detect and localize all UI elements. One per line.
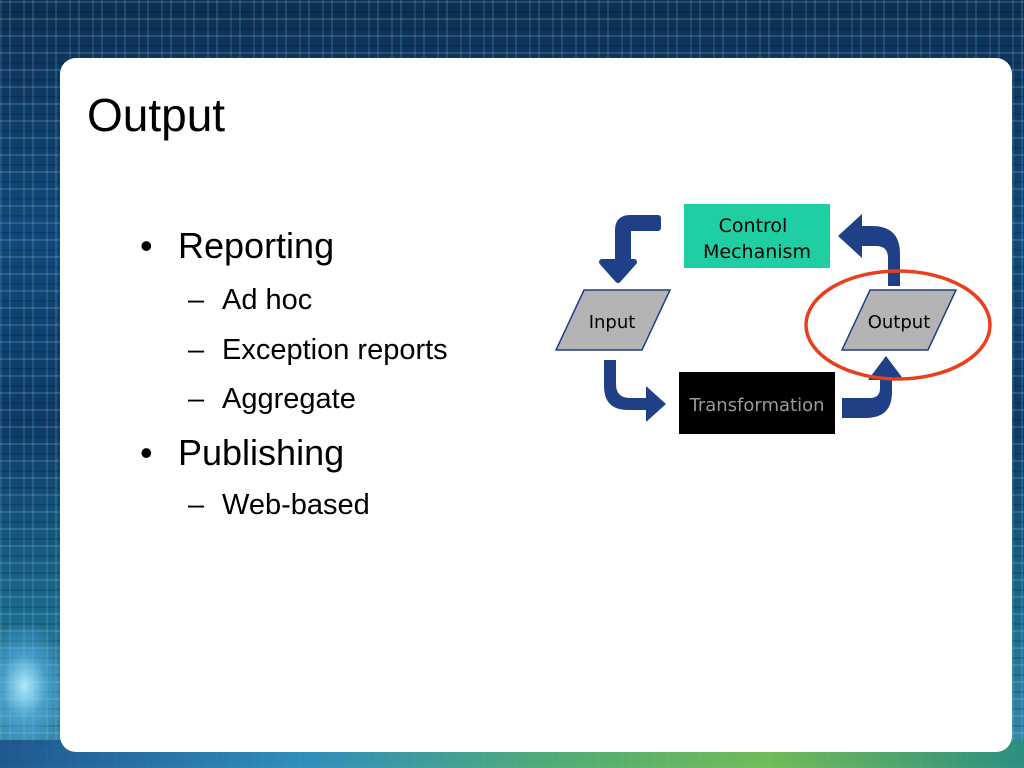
arrow-input-to-transformation bbox=[604, 360, 666, 422]
output-label: Output bbox=[868, 312, 931, 333]
bullet-marker: • bbox=[140, 225, 153, 266]
sub-bullet-text: Aggregate bbox=[222, 383, 356, 415]
sub-bullet-item: –Ad hoc bbox=[188, 286, 312, 315]
control-label-line2: Mechanism bbox=[703, 241, 811, 263]
bullet-marker: • bbox=[140, 432, 153, 473]
control-label-line1: Control bbox=[719, 215, 788, 237]
background-glow-left bbox=[0, 620, 70, 740]
input-label: Input bbox=[589, 312, 636, 333]
transformation-label: Transformation bbox=[688, 395, 824, 416]
sub-bullet-marker: – bbox=[188, 334, 205, 366]
sub-bullet-text: Web-based bbox=[222, 489, 370, 521]
sub-bullet-marker: – bbox=[188, 284, 205, 316]
sub-bullet-marker: – bbox=[188, 383, 205, 415]
sub-bullet-marker: – bbox=[188, 489, 205, 521]
transformation-box bbox=[679, 372, 835, 434]
output-node bbox=[840, 289, 958, 351]
sub-bullet-item: –Web-based bbox=[188, 491, 370, 520]
arrow-output-to-control bbox=[838, 214, 900, 286]
sub-bullet-item: –Exception reports bbox=[188, 336, 448, 365]
bullet-text: Publishing bbox=[178, 432, 345, 473]
bullet-item: • Reporting bbox=[140, 228, 334, 264]
arrow-control-to-input bbox=[599, 215, 661, 283]
sub-bullet-text: Ad hoc bbox=[222, 284, 313, 316]
sub-bullet-item: –Aggregate bbox=[188, 385, 356, 414]
control-mechanism-box bbox=[684, 204, 830, 268]
slide-title: Output bbox=[87, 89, 226, 141]
bullet-item: • Publishing bbox=[140, 435, 344, 471]
bullet-text: Reporting bbox=[178, 225, 335, 266]
input-node bbox=[554, 289, 672, 351]
output-highlight-ring bbox=[804, 269, 992, 381]
sub-bullet-text: Exception reports bbox=[222, 334, 448, 366]
arrow-transformation-to-output bbox=[842, 356, 904, 418]
